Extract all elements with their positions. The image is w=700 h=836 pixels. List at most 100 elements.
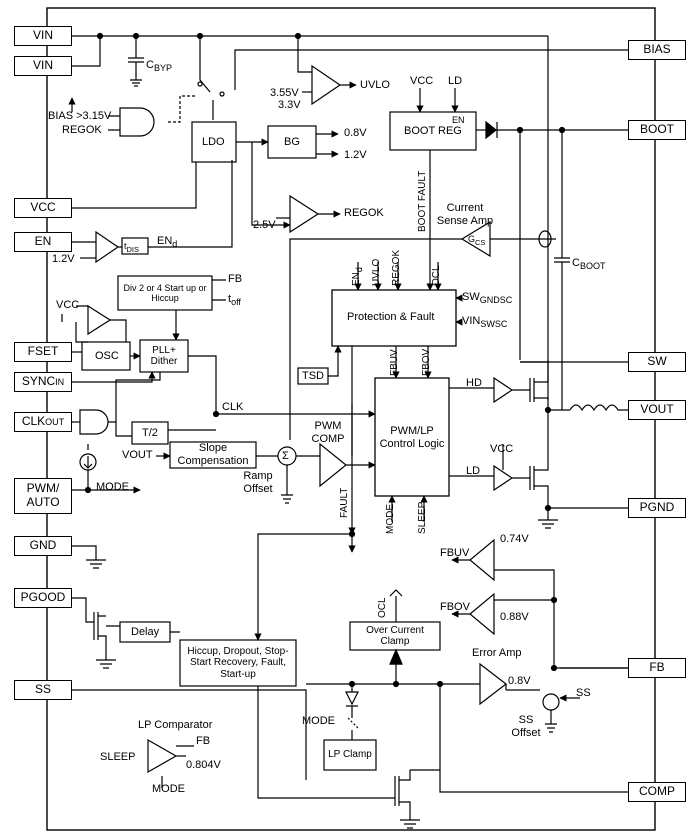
ea-ref-label: 0.8V: [508, 675, 531, 687]
fbov-ref-label: 0.88V: [500, 611, 529, 623]
regok-out-label: REGOK: [344, 207, 384, 219]
cbyp-label: CBYP: [146, 59, 172, 74]
uvlo-high-label: 3.55V: [270, 87, 299, 99]
osc-label: OSC: [95, 350, 119, 362]
cboot-label: CBOOT: [572, 257, 606, 272]
boot-ld-label: LD: [448, 75, 463, 87]
pin-pwm-auto: PWM/ AUTO: [14, 478, 72, 514]
lp-ref-label: 0.804V: [186, 759, 221, 771]
vout-slope-label: VOUT: [122, 449, 153, 461]
mode-lp-label: MODE: [302, 715, 335, 727]
ocp-clamp-label: Over Current Clamp: [366, 624, 424, 648]
prot-ocl-label: OCL: [431, 265, 442, 286]
prot-uvlo-label: UVLO: [371, 258, 382, 286]
regok-input-label: REGOK: [62, 124, 102, 136]
pll-label: PLL+ Dither: [150, 344, 178, 368]
pin-pgnd: PGND: [628, 498, 686, 518]
gcs-label: GCS: [468, 234, 486, 247]
div-fb-label: FB: [228, 273, 243, 285]
pin-fb: FB: [628, 658, 686, 678]
pin-fset: FSET: [14, 342, 72, 362]
regok-ref-label: 2.5V: [253, 219, 276, 231]
bias-threshold-label: BIAS >3.15V: [48, 110, 112, 122]
hiccup-block: [179, 639, 297, 687]
error-amp-label: Error Amp: [472, 647, 522, 659]
tdis-label: tDIS: [124, 241, 140, 254]
boot-reg-label: BOOT REG: [404, 125, 462, 137]
prot-regok-label: REGOK: [391, 249, 402, 286]
fbov-label: FBOV: [440, 601, 470, 613]
hd-label: HD: [466, 377, 482, 389]
end-label: ENd: [157, 235, 178, 250]
bg-label: BG: [284, 136, 300, 148]
mode-logic-label: MODE: [385, 504, 396, 534]
lp-fb-label: FB: [196, 735, 211, 747]
pin-comp: COMP: [628, 782, 686, 802]
uvlo-low-label: 3.3V: [278, 99, 301, 111]
delay-label: Delay: [131, 626, 160, 638]
ldo-label: LDO: [202, 136, 225, 148]
t2-label: T/2: [142, 427, 158, 439]
sw-gndsc-label: SWGNDSC: [462, 291, 513, 306]
pin-vout: VOUT: [628, 400, 686, 420]
pin-vin-1: VIN: [14, 26, 72, 46]
sigma-label: Σ: [282, 450, 289, 462]
prot-en-label: ENd: [351, 267, 364, 286]
t2-block: [131, 421, 169, 445]
mode-label: MODE: [96, 481, 129, 493]
ramp-offset-label: Ramp Offset: [243, 470, 273, 495]
boot-vcc-label: VCC: [410, 75, 434, 87]
protection-block: [331, 289, 457, 347]
tsd-label: TSD: [302, 370, 324, 382]
boot-fault-label: BOOT FAULT: [417, 170, 428, 232]
fault-label: FAULT: [339, 487, 350, 518]
ss-offset-label: SS Offset: [511, 714, 541, 739]
bg-0v8-label: 0.8V: [344, 127, 367, 139]
lp-comparator-label: LP Comparator: [138, 719, 213, 731]
clk-label: CLK: [222, 401, 244, 413]
div-label: Div 2 or 4 Start up or Hiccup: [123, 282, 207, 303]
sleep-label: SLEEP: [100, 751, 136, 763]
pwm-logic-label: PWM/LP Control Logic: [379, 425, 445, 450]
lp-mode-label: MODE: [152, 783, 185, 795]
pin-sw: SW: [628, 352, 686, 372]
div-block: [117, 275, 213, 311]
fbuv-label: FBUV: [440, 547, 470, 559]
pin-bias: BIAS: [628, 40, 686, 60]
ocp-clamp-block: [349, 621, 441, 651]
fbuv-in-label: FBUV: [389, 349, 400, 376]
lp-clamp-block: [323, 739, 377, 771]
ocl-clamp-label: OCL: [377, 597, 388, 618]
fbuv-ref-label: 0.74V: [500, 533, 529, 545]
ld-label: LD: [466, 465, 481, 477]
pin-ss: SS: [14, 680, 72, 700]
vin-swsc-label: VINSWSC: [462, 315, 508, 330]
uvlo-label: UVLO: [360, 79, 390, 91]
pin-pgood: PGOOD: [14, 588, 72, 608]
slope-label: Slope Compensation: [177, 442, 249, 467]
pin-gnd: GND: [14, 536, 72, 556]
pwm-comp-label: PWM COMP: [311, 420, 345, 445]
current-sense-label: Current Sense Amp: [436, 202, 494, 227]
boot-reg-block: [389, 111, 477, 151]
hiccup-label: Hiccup, Dropout, Stop-Start Recovery, Fa…: [187, 645, 289, 680]
pin-en: EN: [14, 232, 72, 252]
sleep-logic-label: SLEEP: [417, 501, 428, 534]
ss-input-label: SS: [576, 687, 591, 699]
driver-vcc-label: VCC: [490, 443, 514, 455]
toff-label: toff: [228, 293, 241, 308]
protection-label: Protection & Fault: [347, 311, 435, 323]
boot-reg-en-label: EN: [452, 115, 465, 125]
osc-vcc-label: VCC: [56, 299, 80, 311]
en-ref-label: 1.2V: [52, 253, 75, 265]
bg-1v2-label: 1.2V: [344, 149, 367, 161]
lp-clamp-label: LP Clamp: [328, 749, 372, 761]
pin-boot: BOOT: [628, 120, 686, 140]
pin-vin-2: VIN: [14, 56, 72, 76]
pin-vcc: VCC: [14, 198, 72, 218]
fbov-in-label: FBOV: [421, 348, 432, 376]
pwm-logic-block: [374, 377, 450, 497]
